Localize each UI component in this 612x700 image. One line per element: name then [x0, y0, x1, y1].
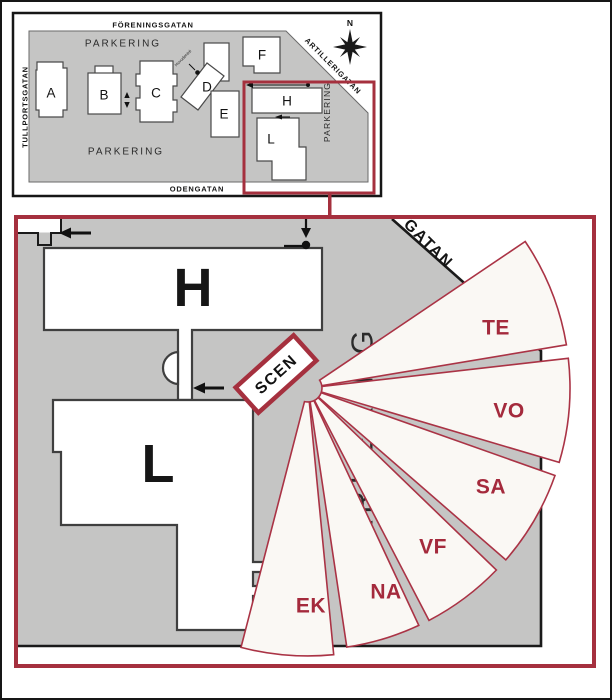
stage-shape [232, 332, 320, 416]
compass-north-label: N [347, 18, 353, 28]
program-sections: TE VO SA VF NA EK [240, 240, 571, 657]
street-label-foreningsgatan: FÖRENINGSGATAN [112, 21, 193, 30]
building-l-label: L [267, 132, 275, 147]
section-vf[interactable]: VF [313, 396, 498, 622]
section-na[interactable]: NA [309, 399, 420, 649]
building-c-shape [135, 60, 178, 123]
detail-building-l-label: L [142, 434, 175, 494]
overview-map: FÖRENINGSGATAN ODENGATAN TULLPORTSGATAN … [11, 11, 383, 219]
entrance-marker-dot [284, 218, 311, 250]
section-sa-label: SA [476, 476, 506, 499]
section-vo-label: VO [493, 400, 524, 423]
parking-label-right: PARKERING [322, 82, 332, 142]
section-ek[interactable]: EK [240, 400, 335, 657]
parking-label-top: PARKERING [85, 39, 161, 50]
parking-label-bottom: PARKERING [88, 147, 164, 158]
section-na-label: NA [370, 581, 401, 604]
building-b-shape [87, 72, 122, 115]
path-arrows-bc [124, 92, 130, 108]
section-ek-label: EK [296, 595, 326, 618]
building-f-label: F [258, 48, 266, 63]
section-vf-label: VF [419, 536, 447, 559]
highlight-rectangle [242, 80, 376, 195]
corridor-arrow-top [59, 227, 91, 239]
section-vo[interactable]: VO [320, 357, 571, 464]
building-c-label: C [151, 86, 161, 101]
building-h-shape [251, 87, 323, 114]
street-label-odengatan: ODENGATAN [170, 185, 224, 194]
street-label-tullportsgatan: TULLPORTSGATAN [21, 66, 30, 148]
building-a-label: A [46, 86, 55, 101]
corridor-cove [161, 350, 180, 386]
detail-building-h-label: H [174, 258, 213, 318]
detail-map-frame [14, 215, 596, 668]
detail-map: GATAN PARKERING H L SCE [14, 215, 596, 668]
building-a-shape [35, 61, 68, 118]
building-f-shape [242, 36, 281, 74]
compass-rose: N [333, 18, 367, 65]
corridor-arrow-mid [193, 382, 224, 394]
building-d-label: D [202, 80, 212, 95]
building-l-entrance-marker [275, 114, 290, 120]
highlight-connector-line [328, 193, 332, 219]
building-e-shape [210, 90, 240, 138]
building-h-label: H [282, 94, 292, 109]
building-l-shape [256, 117, 307, 181]
street-notch [17, 219, 61, 233]
section-te-label: TE [482, 317, 510, 340]
section-te[interactable]: TE [318, 240, 568, 387]
section-sa[interactable]: SA [317, 391, 557, 562]
building-e-label: E [219, 107, 228, 122]
building-b-label: B [99, 88, 108, 103]
